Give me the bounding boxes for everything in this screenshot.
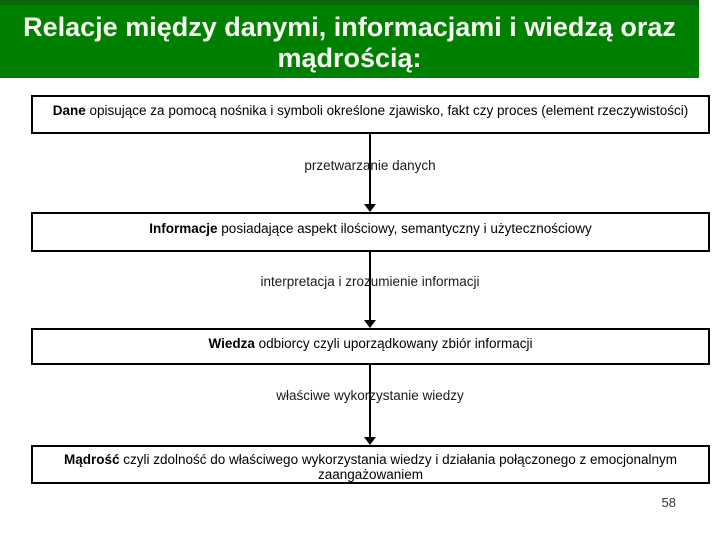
arrow-head-icon [364,204,376,212]
flow-box-text: Wiedza odbiorcy czyli uporządkowany zbió… [39,336,702,351]
flow-box-informacje: Informacje posiadające aspekt ilościowy,… [31,212,710,252]
box-lead-text: Wiedza [208,336,255,351]
title-bar: Relacje między danymi, informacjami i wi… [0,0,699,78]
flow-box-wiedza: Wiedza odbiorcy czyli uporządkowany zbió… [31,328,710,365]
arrow-shaft [369,134,371,207]
page-number: 58 [661,495,676,510]
flow-box-madrosc: Mądrość czyli zdolność do właściwego wyk… [31,445,710,484]
flow-box-text: Dane opisujące za pomocą nośnika i symbo… [39,103,702,118]
arrow-shaft [369,365,371,440]
slide-title-line-1: Relacje między danymi, informacjami i wi… [23,12,676,42]
slide-title: Relacje między danymi, informacjami i wi… [0,5,699,74]
box-body-text: czyli zdolność do właściwego wykorzystan… [119,452,678,482]
box-lead-text: Informacje [149,221,218,236]
box-lead-text: Dane [52,103,86,118]
box-lead-text: Mądrość [63,452,120,467]
arrow-head-icon [364,437,376,445]
down-arrow-2 [362,252,378,328]
flow-box-text: Mądrość czyli zdolność do właściwego wyk… [47,452,694,482]
flow-box-text: Informacje posiadające aspekt ilościowy,… [39,221,702,236]
arrow-shaft [369,252,371,323]
down-arrow-3 [362,365,378,445]
slide-title-line-2: mądrością: [277,43,422,73]
flow-box-dane: Dane opisujące za pomocą nośnika i symbo… [31,95,710,134]
box-body-text: odbiorcy czyli uporządkowany zbiór infor… [254,336,533,351]
box-body-text: opisujące za pomocą nośnika i symboli ok… [85,103,689,118]
down-arrow-1 [362,134,378,212]
arrow-head-icon [364,320,376,328]
box-body-text: posiadające aspekt ilościowy, semantyczn… [217,221,592,236]
